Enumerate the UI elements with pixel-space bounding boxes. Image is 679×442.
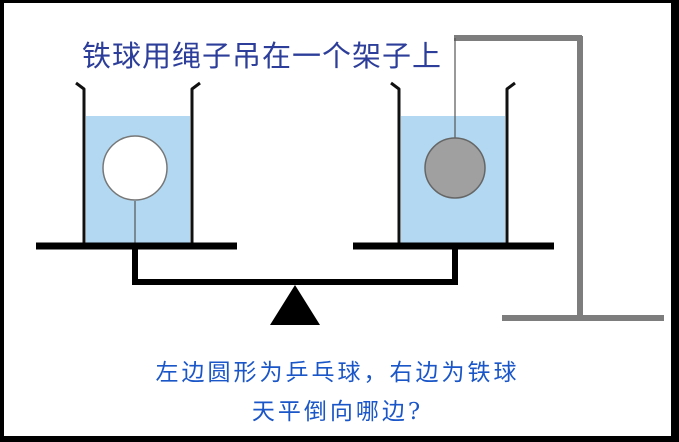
diagram-title: 铁球用绳子吊在一个架子上 bbox=[82, 39, 443, 73]
iron-ball-icon bbox=[424, 137, 486, 199]
balance-scene bbox=[36, 35, 664, 325]
ping-pong-ball-icon bbox=[102, 135, 168, 201]
balance-scale bbox=[36, 242, 554, 325]
stand bbox=[454, 35, 664, 321]
diagram-canvas: 铁球用绳子吊在一个架子上 左边圆形为乒乓球，右边为铁球 天平倒向哪边? bbox=[4, 3, 671, 436]
question-line-2: 天平倒向哪边? bbox=[251, 399, 424, 425]
fulcrum-icon bbox=[270, 285, 320, 325]
question-line-1: 左边圆形为乒乓球，右边为铁球 bbox=[155, 360, 520, 386]
